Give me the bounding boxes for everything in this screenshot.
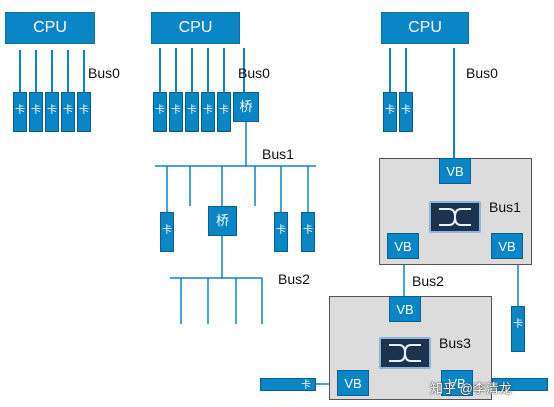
bus0-label-2: Bus0	[238, 65, 270, 81]
switch-icon-2	[379, 337, 431, 369]
card-4-1: 卡	[383, 92, 397, 132]
card-2-4: 卡	[201, 92, 215, 132]
card-3-2: 卡	[274, 212, 288, 252]
vb-downstream-1a: VB	[387, 233, 419, 259]
vb-upstream-2: VB	[389, 296, 421, 322]
bus2-label-left: Bus2	[278, 271, 310, 287]
card-2-5: 卡	[217, 92, 231, 132]
bus2-label-right: Bus2	[412, 273, 444, 289]
vb-upstream-1: VB	[439, 158, 471, 184]
card-1-3: 卡	[45, 92, 59, 132]
switch-icon-1	[429, 201, 481, 233]
edge-card-left: 卡	[260, 378, 316, 391]
card-4-2: 卡	[399, 92, 413, 132]
bus3-label: Bus3	[439, 335, 471, 351]
card-2-3: 卡	[185, 92, 199, 132]
card-3-3: 卡	[301, 212, 315, 252]
bus0-label-1: Bus0	[88, 65, 120, 81]
card-2-2: 卡	[169, 92, 183, 132]
cpu-block-1: CPU	[5, 12, 95, 44]
edge-card-right	[492, 378, 548, 391]
card-1-4: 卡	[61, 92, 75, 132]
bus1-label-left: Bus1	[262, 146, 294, 162]
card-1-2: 卡	[29, 92, 43, 132]
watermark-text: 知乎 @李清龙	[430, 381, 512, 396]
cpu-block-2: CPU	[151, 12, 240, 44]
card-2-1: 卡	[153, 92, 167, 132]
bridge-2: 桥	[208, 206, 237, 236]
card-5-1: 卡	[511, 306, 525, 352]
card-1-1: 卡	[13, 92, 27, 132]
vb-downstream-1b: VB	[491, 233, 523, 259]
bus1-label-right: Bus1	[489, 199, 521, 215]
card-3-1: 卡	[160, 212, 174, 252]
card-1-5: 卡	[77, 92, 91, 132]
vb-downstream-2a: VB	[337, 370, 369, 396]
cpu-block-3: CPU	[381, 12, 469, 44]
bus0-label-3: Bus0	[466, 65, 498, 81]
vb-downstream-2b: VB	[441, 370, 473, 396]
bridge-1: 桥	[233, 92, 259, 122]
